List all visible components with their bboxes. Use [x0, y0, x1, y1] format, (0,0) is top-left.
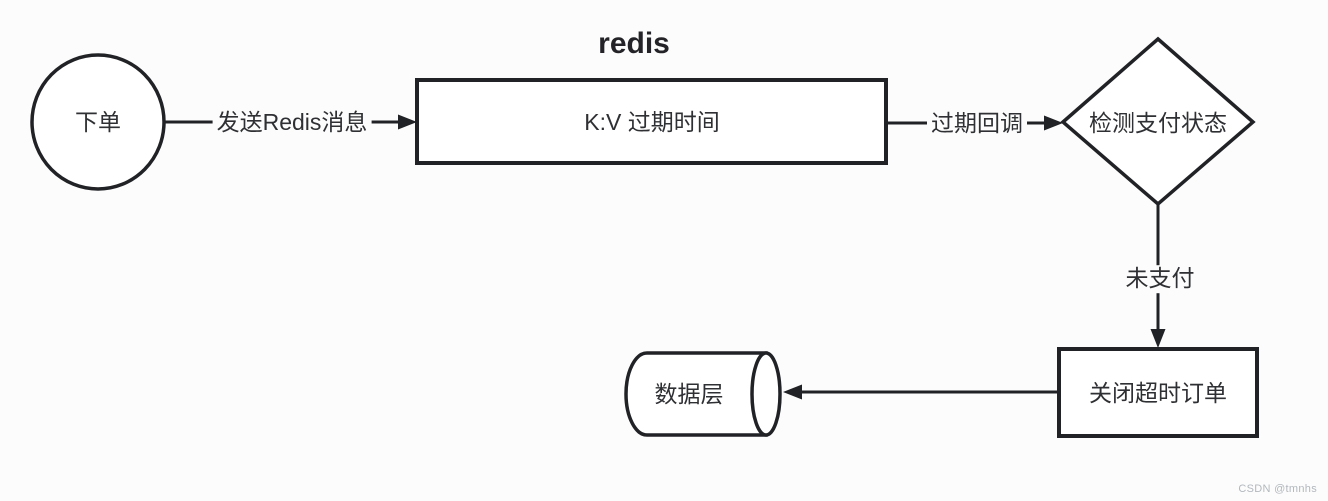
node-redis-kv-rect [415, 78, 888, 165]
csdn-watermark: CSDN @tmnhs [1238, 482, 1317, 495]
node-order-circle [30, 53, 166, 191]
node-data-layer-cylinder-rim [750, 351, 782, 437]
node-close-order-rect [1057, 347, 1259, 438]
node-order-label: 下单 [75, 109, 121, 136]
arrow-left-icon [783, 384, 802, 400]
node-redis-kv-label: K:V 过期时间 [584, 109, 720, 136]
node-close-order-label: 关闭超时订单 [1089, 380, 1227, 407]
node-data-layer-label: 数据层 [654, 381, 724, 408]
edge-send-redis-label: 发送Redis消息 [212, 109, 372, 137]
edge-expire-callback-label: 过期回调 [927, 110, 1027, 138]
edge-unpaid-label: 未支付 [1121, 265, 1199, 293]
node-check-payment-diamond [1060, 36, 1256, 207]
node-data-layer-cylinder-body [624, 351, 768, 437]
node-check-payment-label: 检测支付状态 [1089, 110, 1227, 137]
arrow-right-icon [398, 114, 417, 130]
arrow-right-icon [1044, 115, 1063, 131]
arrow-down-icon [1150, 329, 1166, 348]
diagram-title: redis [598, 27, 670, 60]
